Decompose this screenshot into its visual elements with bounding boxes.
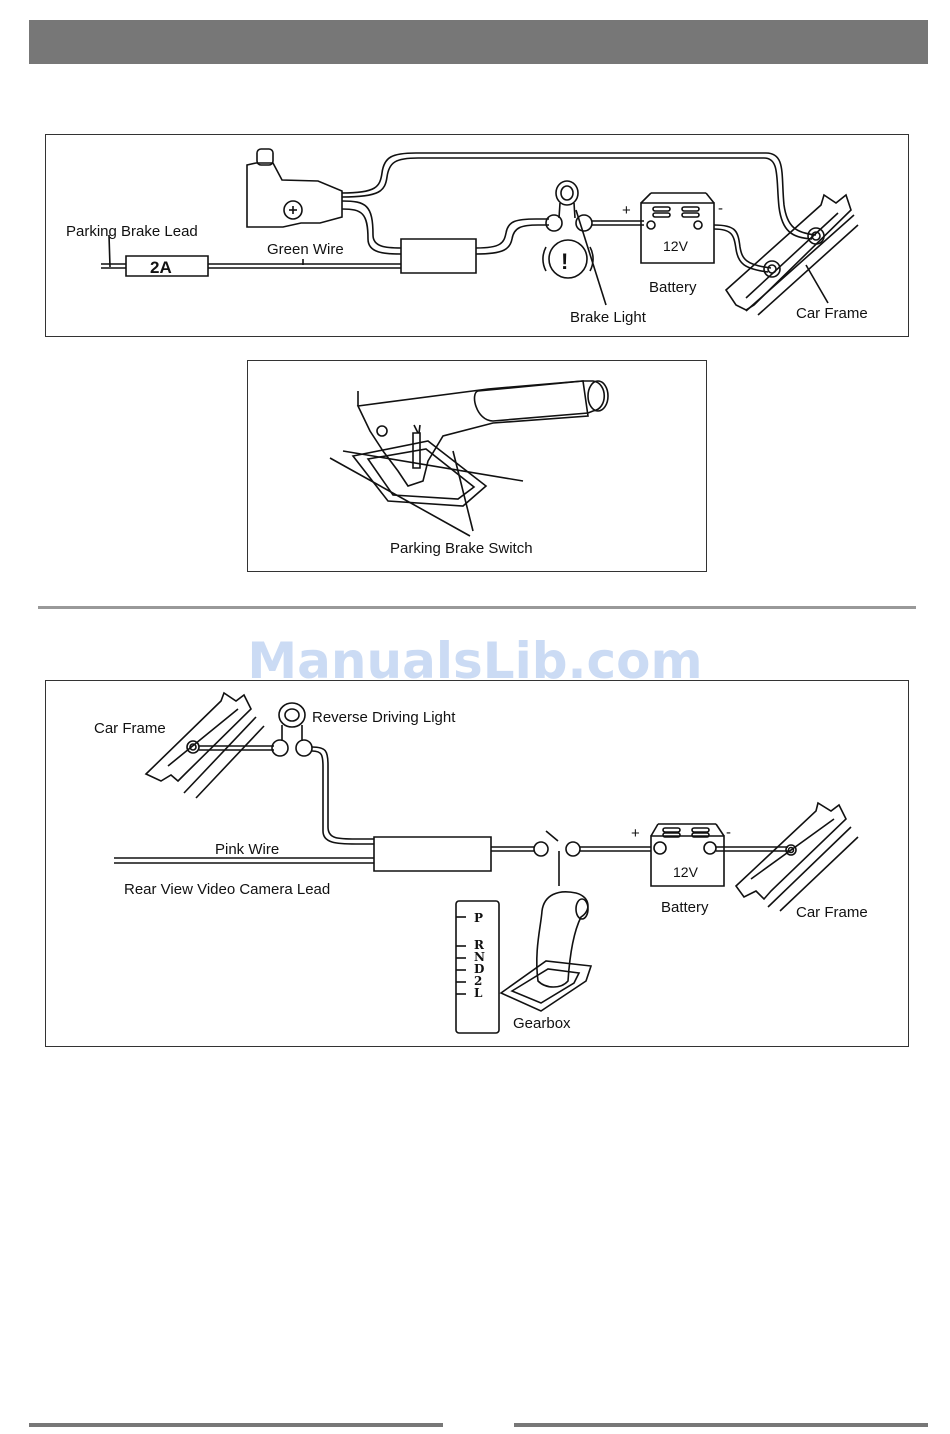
gearbox-label: Gearbox: [513, 1015, 571, 1032]
parking-brake-switch-svg: Parking Brake Switch: [248, 361, 708, 573]
gear-switch-terminal-left: [534, 842, 548, 856]
battery-plus-label: +: [622, 202, 631, 219]
camera-lead-label: Rear View Video Camera Lead: [124, 881, 330, 898]
reverse-camera-wiring-svg: Car Frame Reverse Driving Light Pink Wir…: [46, 681, 910, 1048]
reverse-light-label: Reverse Driving Light: [312, 709, 456, 726]
gear-l: L: [474, 986, 483, 1000]
parking-brake-wiring-diagram: Parking Brake Lead 2A Green Wire ! + - 1…: [45, 134, 909, 337]
switch-unit: [247, 163, 342, 227]
parking-brake-switch-label: Parking Brake Switch: [390, 540, 533, 557]
car-frame-left-label: Car Frame: [94, 720, 166, 737]
reverse-camera-wiring-diagram: Car Frame Reverse Driving Light Pink Wir…: [45, 680, 909, 1047]
car-frame-label: Car Frame: [796, 305, 868, 322]
car-frame-1: [726, 195, 851, 310]
header-bar: [29, 20, 928, 64]
pink-wire-label: Pink Wire: [215, 841, 279, 858]
hand-brake-lever: [358, 381, 588, 486]
reverse-light-terminal-right: [296, 740, 312, 756]
parking-brake-switch-diagram: Parking Brake Switch: [247, 360, 707, 572]
battery-label: Battery: [649, 279, 697, 296]
gear-switch-terminal-right: [566, 842, 580, 856]
brake-light-bulb: [556, 181, 578, 205]
battery-minus-label: -: [718, 200, 723, 217]
control-box: [401, 239, 476, 273]
reverse-light-terminal-left: [272, 740, 288, 756]
car-frame-right-label: Car Frame: [796, 904, 868, 921]
camera-control-box: [374, 837, 491, 871]
reverse-light-bulb: [279, 703, 305, 727]
footer-line-right: [514, 1423, 928, 1427]
car-frame-left: [146, 693, 251, 781]
battery-minus-label-2: -: [726, 824, 731, 841]
battery-voltage-label: 12V: [663, 238, 689, 254]
gear-shift-knob: [537, 892, 588, 987]
battery-1: [641, 203, 714, 263]
footer-line-left: [29, 1423, 443, 1427]
battery-label-2: Battery: [661, 899, 709, 916]
parking-brake-wiring-svg: Parking Brake Lead 2A Green Wire ! + - 1…: [46, 135, 910, 338]
battery-plus-label-2: +: [631, 825, 640, 842]
warning-mark: !: [561, 249, 568, 274]
section-divider: [38, 606, 916, 609]
fuse-label: 2A: [150, 258, 172, 277]
gear-p: P: [474, 911, 483, 925]
battery-voltage-label-2: 12V: [673, 864, 699, 880]
parking-brake-lead-label: Parking Brake Lead: [66, 223, 198, 240]
green-wire-label: Green Wire: [267, 241, 344, 258]
brake-light-label: Brake Light: [570, 309, 647, 326]
